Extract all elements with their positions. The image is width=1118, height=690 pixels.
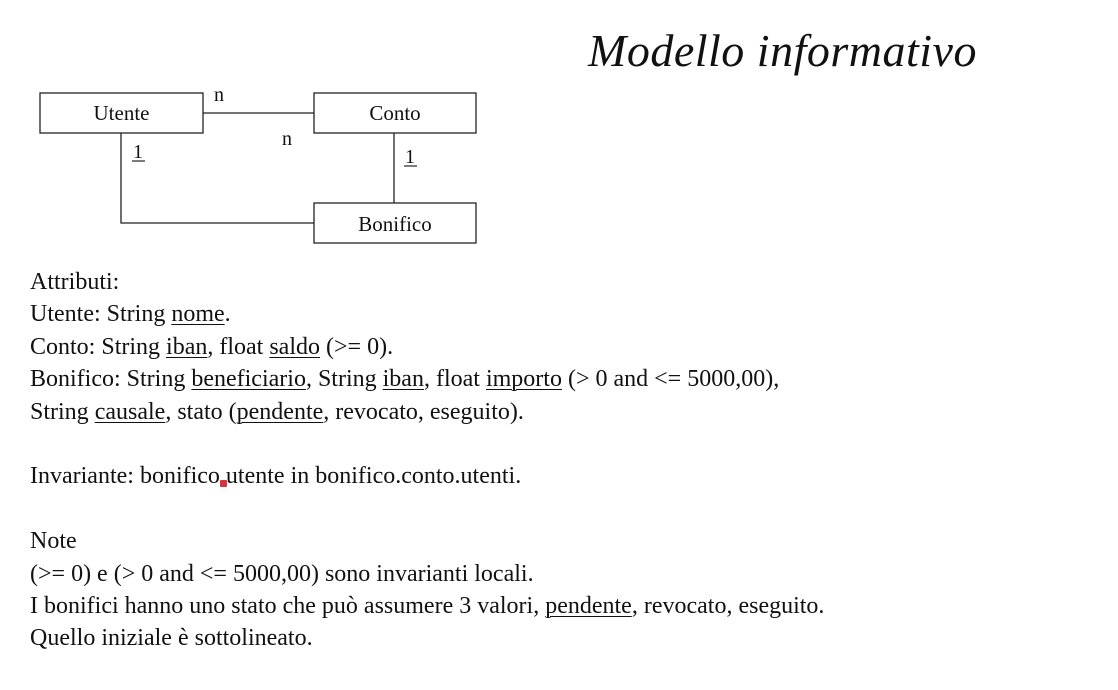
relationship-utente-bonifico	[120, 133, 314, 224]
page-title: Modello informativo	[588, 25, 977, 76]
er-diagram: Utente Conto Bonifico n n 1 1	[39, 84, 477, 244]
entity-conto: Conto	[313, 92, 477, 134]
cardinality-utente-conto-utente-side: n	[214, 84, 224, 106]
entity-utente: Utente	[39, 92, 204, 134]
attributes-bonifico-line2: String causale, stato (pendente, revocat…	[30, 398, 524, 425]
cardinality-utente-bonifico: 1	[133, 141, 143, 163]
attributes-heading: Attributi:	[30, 269, 120, 295]
attributes-utente: Utente: String nome.	[30, 301, 231, 328]
notes-line2: I bonifici hanno uno stato che può assum…	[30, 592, 825, 619]
entity-bonifico: Bonifico	[313, 202, 477, 244]
description-text: Attributi: Utente: String nome. Conto: S…	[30, 266, 824, 655]
notes-line3: Quello iniziale è sottolineato.	[30, 625, 313, 652]
notes-heading: Note	[30, 528, 77, 555]
entity-utente-label: Utente	[94, 101, 150, 125]
red-marker-dot	[220, 480, 227, 487]
cardinality-conto-bonifico: 1	[405, 146, 415, 168]
attributes-conto: Conto: String iban, float saldo (>= 0).	[30, 333, 394, 360]
attributes-bonifico-line1: Bonifico: String beneficiario, String ib…	[30, 366, 780, 393]
entity-conto-label: Conto	[369, 101, 420, 125]
notes-line1: (>= 0) e (> 0 and <= 5000,00) sono invar…	[30, 560, 534, 587]
entity-bonifico-label: Bonifico	[358, 212, 432, 236]
cardinality-utente-conto-conto-side: n	[282, 128, 292, 150]
invariant-text: Invariante: bonifico.utente in bonifico.…	[30, 463, 522, 490]
